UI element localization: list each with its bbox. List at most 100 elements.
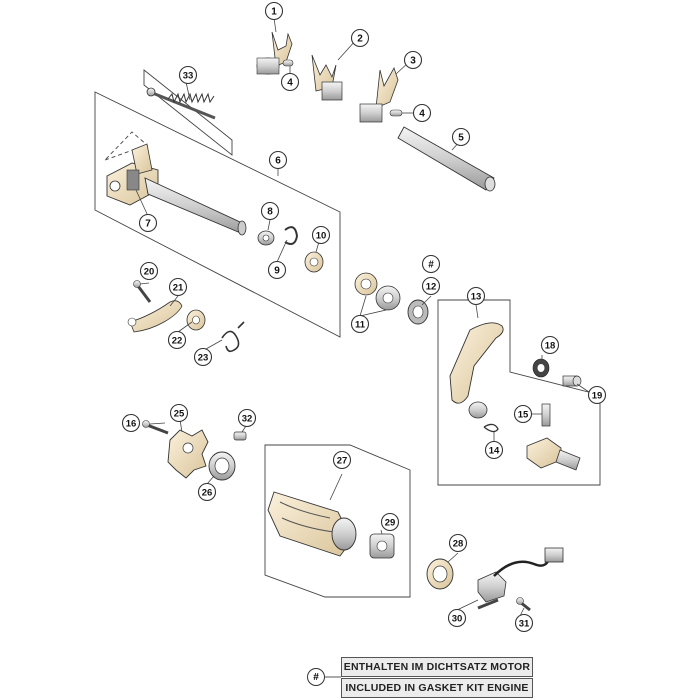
legend-line-english: INCLUDED IN GASKET KIT ENGINE [341,678,533,698]
part-23-spring [221,321,245,353]
callout-25-text: 25 [174,409,185,420]
part-26-seal [208,451,236,481]
callout-14: 14 [484,440,504,460]
box-6-dashed-guide [104,131,148,161]
callout-27-text: 27 [337,456,348,467]
part-5-fork-rod [397,126,496,192]
callout-28-text: 28 [453,539,464,550]
part-13-shift-lever [449,322,504,419]
part-10-washer [304,251,324,273]
box-6-outline [94,91,341,338]
callout-3: 3 [403,50,423,70]
part-31-screw [516,597,531,612]
part-22-roller [186,309,206,331]
part-1-shift-fork [256,31,293,75]
callout-27: 27 [332,450,352,470]
callout-18: 18 [540,335,560,355]
callout-10-text: 10 [316,231,327,242]
callout-13-text: 13 [471,292,482,303]
part-27-shift-drum [267,491,357,557]
callout-1: 1 [264,1,284,21]
callout-21: 21 [168,277,188,297]
part-11-bearings [354,272,401,311]
callout-hash: # [421,254,441,274]
callout-16-text: 16 [126,419,137,430]
callout-26-text: 26 [202,488,213,499]
part-14-clip [483,423,499,433]
callout-7: 7 [138,213,158,233]
part-9-circlip [284,226,299,245]
part-19-bolt [562,375,582,387]
callout-23-text: 23 [198,353,209,364]
callout-31-text: 31 [519,619,530,630]
callout-30-text: 30 [452,614,463,625]
callout-22: 22 [167,330,187,350]
box-33-outline [143,69,233,156]
part-6-shift-shaft [106,143,247,236]
part-15-pin [541,403,551,427]
callout-18-text: 18 [545,341,556,352]
callout-5-text: 5 [458,133,464,144]
callout-32-text: 32 [242,414,253,425]
callout-29-text: 29 [385,518,396,529]
callout-3-text: 3 [410,56,416,67]
part-8-seal [257,230,275,246]
legend-line-german: ENTHALTEN IM DICHTSATZ MOTOR [341,657,533,677]
callout-4a: 4 [280,72,300,92]
callout-19: 19 [587,385,607,405]
callout-11: 11 [350,314,370,334]
callout-14-text: 14 [489,446,500,457]
callout-19-text: 19 [592,391,603,402]
part-32-pin [233,431,247,441]
callout-6: 6 [268,150,288,170]
part-3-shift-fork [359,67,399,123]
callout-21-text: 21 [173,283,184,294]
callout-9-text: 9 [274,266,280,277]
callout-15: 15 [513,404,533,424]
callout-12: 12 [421,276,441,296]
part-21-lever [127,300,183,333]
part-30-sensor [477,547,564,610]
callout-23: 23 [193,347,213,367]
callout-2: 2 [350,28,370,48]
part-29-bearing [369,533,395,559]
callout-6-text: 6 [275,156,281,167]
part-14-sensor-housing [526,437,581,471]
callout-30: 30 [447,608,467,628]
callout-29: 29 [380,512,400,532]
callout-11-text: 11 [355,320,366,331]
callout-12-text: 12 [426,282,437,293]
box-27-outline [264,444,411,598]
part-28-seal-ring [426,558,454,590]
part-16-bolt [142,420,169,435]
part-33-spring-pin [146,87,216,120]
callouts: 1 2 3 4 4 5 6 7 8 9 10 11 12 # 13 14 15 … [121,1,607,633]
callout-28: 28 [448,533,468,553]
callout-4b: 4 [412,103,432,123]
callout-8: 8 [260,201,280,221]
callout-2-text: 2 [357,34,363,45]
callout-8-text: 8 [267,207,273,218]
callout-9: 9 [267,260,287,280]
callout-25: 25 [169,403,189,423]
callout-33: 33 [178,65,198,85]
callout-5: 5 [451,127,471,147]
callout-4b-text: 4 [419,109,425,120]
callout-1-text: 1 [271,7,277,18]
callout-13: 13 [466,286,486,306]
callout-4a-text: 4 [287,78,293,89]
part-12-seal-ring [407,299,429,325]
callout-33-text: 33 [183,71,194,82]
callout-20: 20 [139,261,159,281]
callout-32: 32 [237,408,257,428]
callout-hash-text: # [428,260,434,271]
callout-20-text: 20 [144,267,155,278]
callout-7-text: 7 [145,219,151,230]
callout-10: 10 [311,225,331,245]
callout-31: 31 [514,613,534,633]
part-18-washer [532,358,550,378]
part-2-shift-fork [311,54,343,101]
callout-15-text: 15 [518,410,529,421]
part-25-star-wheel [167,429,209,479]
